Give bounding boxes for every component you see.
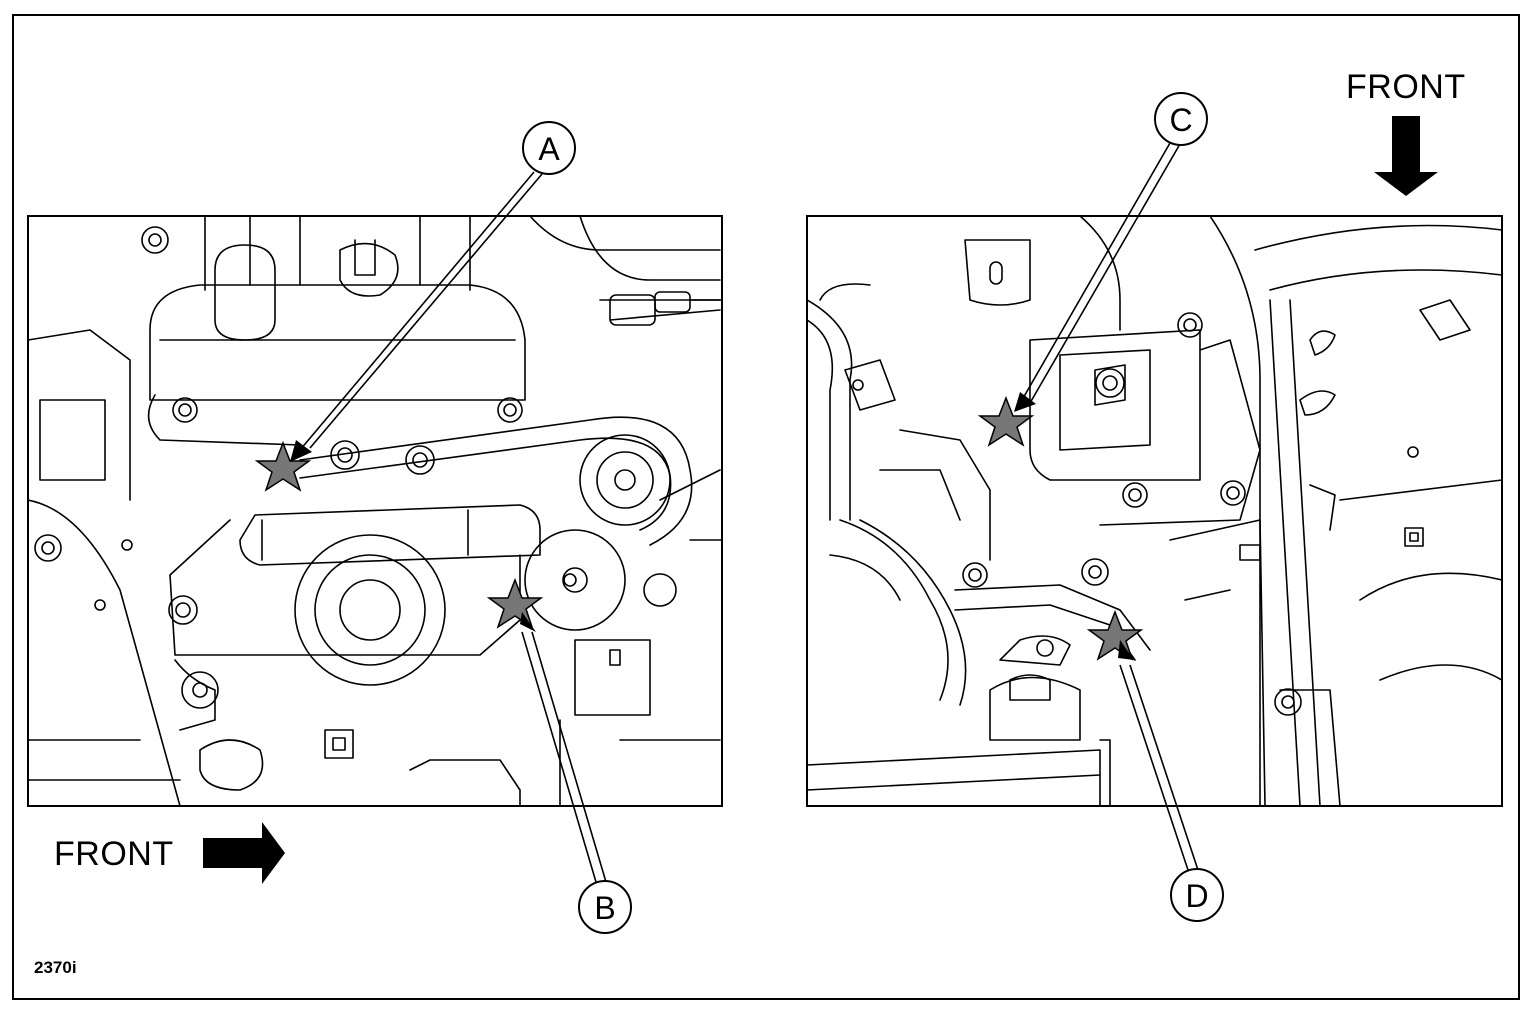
star-icon (486, 577, 544, 629)
leader-lines (299, 142, 1199, 883)
arrowheads (290, 392, 1134, 660)
front-label-right: FRONT (1346, 68, 1466, 106)
bolt-icon (962, 312, 1302, 716)
figure-code: 2370i (34, 958, 77, 977)
callout-circle-c (1154, 92, 1208, 146)
callout-circles (522, 92, 1224, 934)
figure-frame (12, 14, 1520, 1000)
callout-circle-b (578, 880, 632, 934)
callout-c: C (1169, 102, 1192, 138)
star-icon (977, 395, 1035, 447)
callout-d: D (1185, 878, 1208, 914)
arrow-down-icon (1374, 116, 1438, 196)
left-engine-view (27, 215, 723, 807)
callout-circle-d (1170, 868, 1224, 922)
arrow-right-icon (203, 822, 285, 884)
bolt-icon (34, 226, 577, 625)
leader-line-c (1021, 142, 1171, 401)
right-engine-view (806, 215, 1503, 807)
callout-a: A (538, 131, 560, 167)
star-icon (1086, 609, 1144, 661)
callout-b: B (594, 890, 615, 926)
front-label-left: FRONT (54, 835, 174, 873)
leader-line-b (521, 631, 597, 883)
star-icon (254, 440, 312, 492)
leader-line-d (1119, 664, 1189, 871)
leader-line-a (299, 171, 535, 451)
callout-circle-a (522, 121, 576, 175)
